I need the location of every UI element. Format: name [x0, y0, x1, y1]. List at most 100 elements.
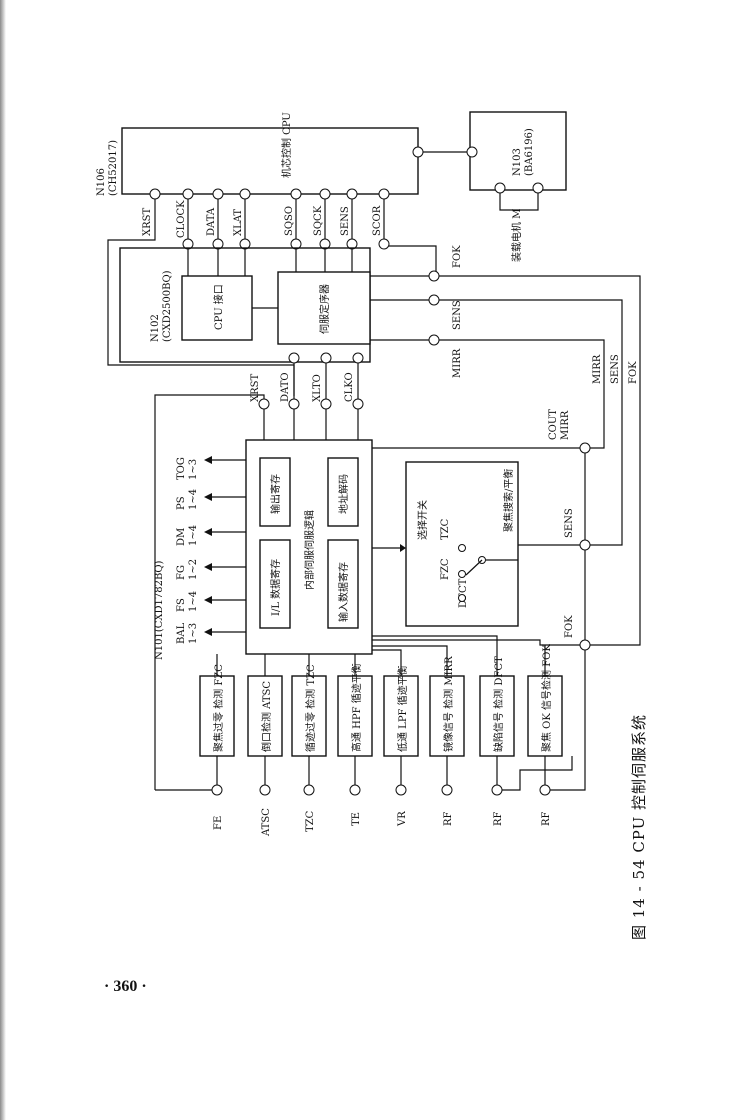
- n101-logic-label: 内部伺服伺服逻辑: [303, 510, 316, 590]
- svg-text:XLTO: XLTO: [312, 374, 323, 402]
- selector-fzc: FZC: [440, 558, 451, 580]
- n103-pin-in: [466, 146, 478, 158]
- detector-atsc: 倒口检测 ATSC: [260, 681, 273, 752]
- svg-text:ATSC: ATSC: [261, 808, 272, 837]
- n101-address-decode-label: 地址解码: [337, 474, 350, 514]
- n106-part: (CH52017): [108, 140, 119, 196]
- n103-load-motor: 装载电机 M: [510, 209, 523, 262]
- n106-function: 机芯控制 CPU: [280, 112, 293, 178]
- svg-text:1~4: 1~4: [188, 525, 199, 546]
- fok-junction: [579, 639, 591, 651]
- n101-input-labels: XRST DATO XLTO CLKO: [250, 372, 355, 402]
- output-tog: TOG 1~3: [176, 457, 199, 480]
- svg-text:SCOR: SCOR: [372, 205, 383, 236]
- svg-text:XRST: XRST: [142, 208, 153, 236]
- detector-hpf: 高通 HPF 循迹平衡: [350, 663, 363, 752]
- n106-pins: [149, 146, 424, 200]
- output-ps: PS 1~4: [176, 489, 199, 510]
- svg-text:FE: FE: [213, 816, 224, 830]
- n102-cpu-interface-label: CPU 接口: [212, 284, 225, 330]
- fok-label-bus: FOK: [628, 361, 639, 384]
- n106-cpu-box: [121, 127, 419, 195]
- detector-mirr: 镜像信号 检测 MIRR: [442, 656, 455, 752]
- detector-input-pins: [211, 453, 586, 796]
- n102-n101-lines: [154, 363, 364, 790]
- n102-servo-sequencer-label: 伺服定序器: [318, 284, 331, 334]
- svg-text:TZC: TZC: [305, 810, 316, 832]
- svg-text:DM: DM: [176, 528, 187, 546]
- n101-input-register-label: 输入数据寄存: [337, 562, 350, 622]
- n101-id: N101(CXD1782BQ): [154, 560, 165, 660]
- scan-edge: [0, 0, 6, 1120]
- svg-text:DATA: DATA: [206, 207, 217, 236]
- n101-output-lines: [204, 456, 246, 636]
- n102-cpu-interface-box: [181, 275, 253, 341]
- mirr-label-cout: MIRR: [560, 410, 571, 440]
- page-number: · 360 ·: [104, 978, 147, 995]
- cout-mirr-junction: [579, 442, 591, 454]
- fok-label-n101: FOK: [564, 615, 575, 638]
- n101-il-data-register: [259, 539, 291, 629]
- detector-dfct: 缺陷信号 检测 DFCT: [492, 656, 505, 752]
- svg-text:PS: PS: [176, 496, 187, 510]
- svg-text:FG: FG: [176, 565, 187, 580]
- output-dm: DM 1~4: [176, 525, 199, 546]
- svg-text:CLKO: CLKO: [344, 372, 355, 402]
- output-bal: BAL 1~3: [176, 622, 199, 644]
- detector-blocks: [199, 675, 563, 757]
- svg-text:SQSO: SQSO: [284, 206, 295, 236]
- fok-label-n102: FOK: [452, 245, 463, 268]
- sens-label-n101: SENS: [564, 508, 575, 538]
- svg-text:FS: FS: [176, 598, 187, 612]
- svg-text:RF: RF: [443, 811, 454, 826]
- svg-text:RF: RF: [493, 811, 504, 826]
- figure-caption: 图 14 - 54 CPU 控制伺服系统: [630, 713, 648, 940]
- svg-text:XRST: XRST: [250, 374, 261, 402]
- svg-text:1~2: 1~2: [188, 559, 199, 580]
- cout-label: COUT: [548, 409, 559, 440]
- selector-title: 选择开关: [416, 500, 429, 540]
- svg-text:CLOCK: CLOCK: [176, 200, 187, 238]
- n103-pin-m1: [494, 182, 506, 194]
- n103-pin-m2: [532, 182, 544, 194]
- input-labels: FE ATSC TZC TE VR RF RF RF: [213, 808, 552, 837]
- output-fs: FS 1~4: [176, 591, 199, 612]
- svg-text:SQCK: SQCK: [313, 205, 324, 236]
- detector-lpf: 低通 LPF 循迹平衡: [396, 665, 409, 752]
- mirr-label-n102: MIRR: [452, 348, 463, 378]
- svg-text:1~4: 1~4: [188, 489, 199, 510]
- n103-part: (BA6196): [524, 128, 535, 176]
- detector-tzc: 循迹过零 检测 TZC: [304, 664, 317, 752]
- selector-dfct: DFCT: [458, 578, 469, 608]
- svg-text:1~3: 1~3: [188, 623, 199, 644]
- cpu-bus-lines: [107, 199, 437, 396]
- svg-text:BAL: BAL: [176, 622, 187, 644]
- sens-label-bus: SENS: [610, 354, 621, 384]
- n102-part: (CXD2500BQ): [162, 270, 173, 342]
- cpu-signal-labels: XRST CLOCK DATA XLAT SQSO SQCK SENS SCOR: [142, 200, 383, 238]
- selector-note: 聚焦搜索/平衡: [502, 469, 515, 532]
- n102-servo-sequencer-box: [277, 271, 371, 345]
- sens-junction: [579, 539, 591, 551]
- n101-il-register-label: I/L 数据寄存: [269, 559, 282, 616]
- svg-text:TE: TE: [351, 812, 362, 826]
- output-fg: FG 1~2: [176, 559, 199, 580]
- svg-text:XLAT: XLAT: [233, 209, 244, 236]
- n101-address-decode: [327, 457, 359, 527]
- n101-input-data-register: [327, 539, 359, 629]
- svg-text:TOG: TOG: [176, 457, 187, 480]
- svg-text:VR: VR: [397, 811, 408, 827]
- n102-id: N102: [150, 314, 161, 342]
- detector-fok: 聚焦 OK 信号检测 FOK: [540, 644, 553, 752]
- sens-label-n102: SENS: [452, 300, 463, 330]
- n106-id: N106: [96, 168, 107, 196]
- svg-text:SENS: SENS: [340, 206, 351, 236]
- detector-to-n101-lines: [216, 635, 546, 676]
- right-buses: [439, 275, 641, 646]
- mirr-label-bus: MIRR: [592, 354, 603, 384]
- n101-output-register-label: 输出寄存: [269, 474, 282, 514]
- selector-tzc: TZC: [440, 518, 451, 540]
- detector-fzc: 聚焦过零 检测 FZC: [212, 664, 225, 752]
- svg-text:1~3: 1~3: [188, 459, 199, 480]
